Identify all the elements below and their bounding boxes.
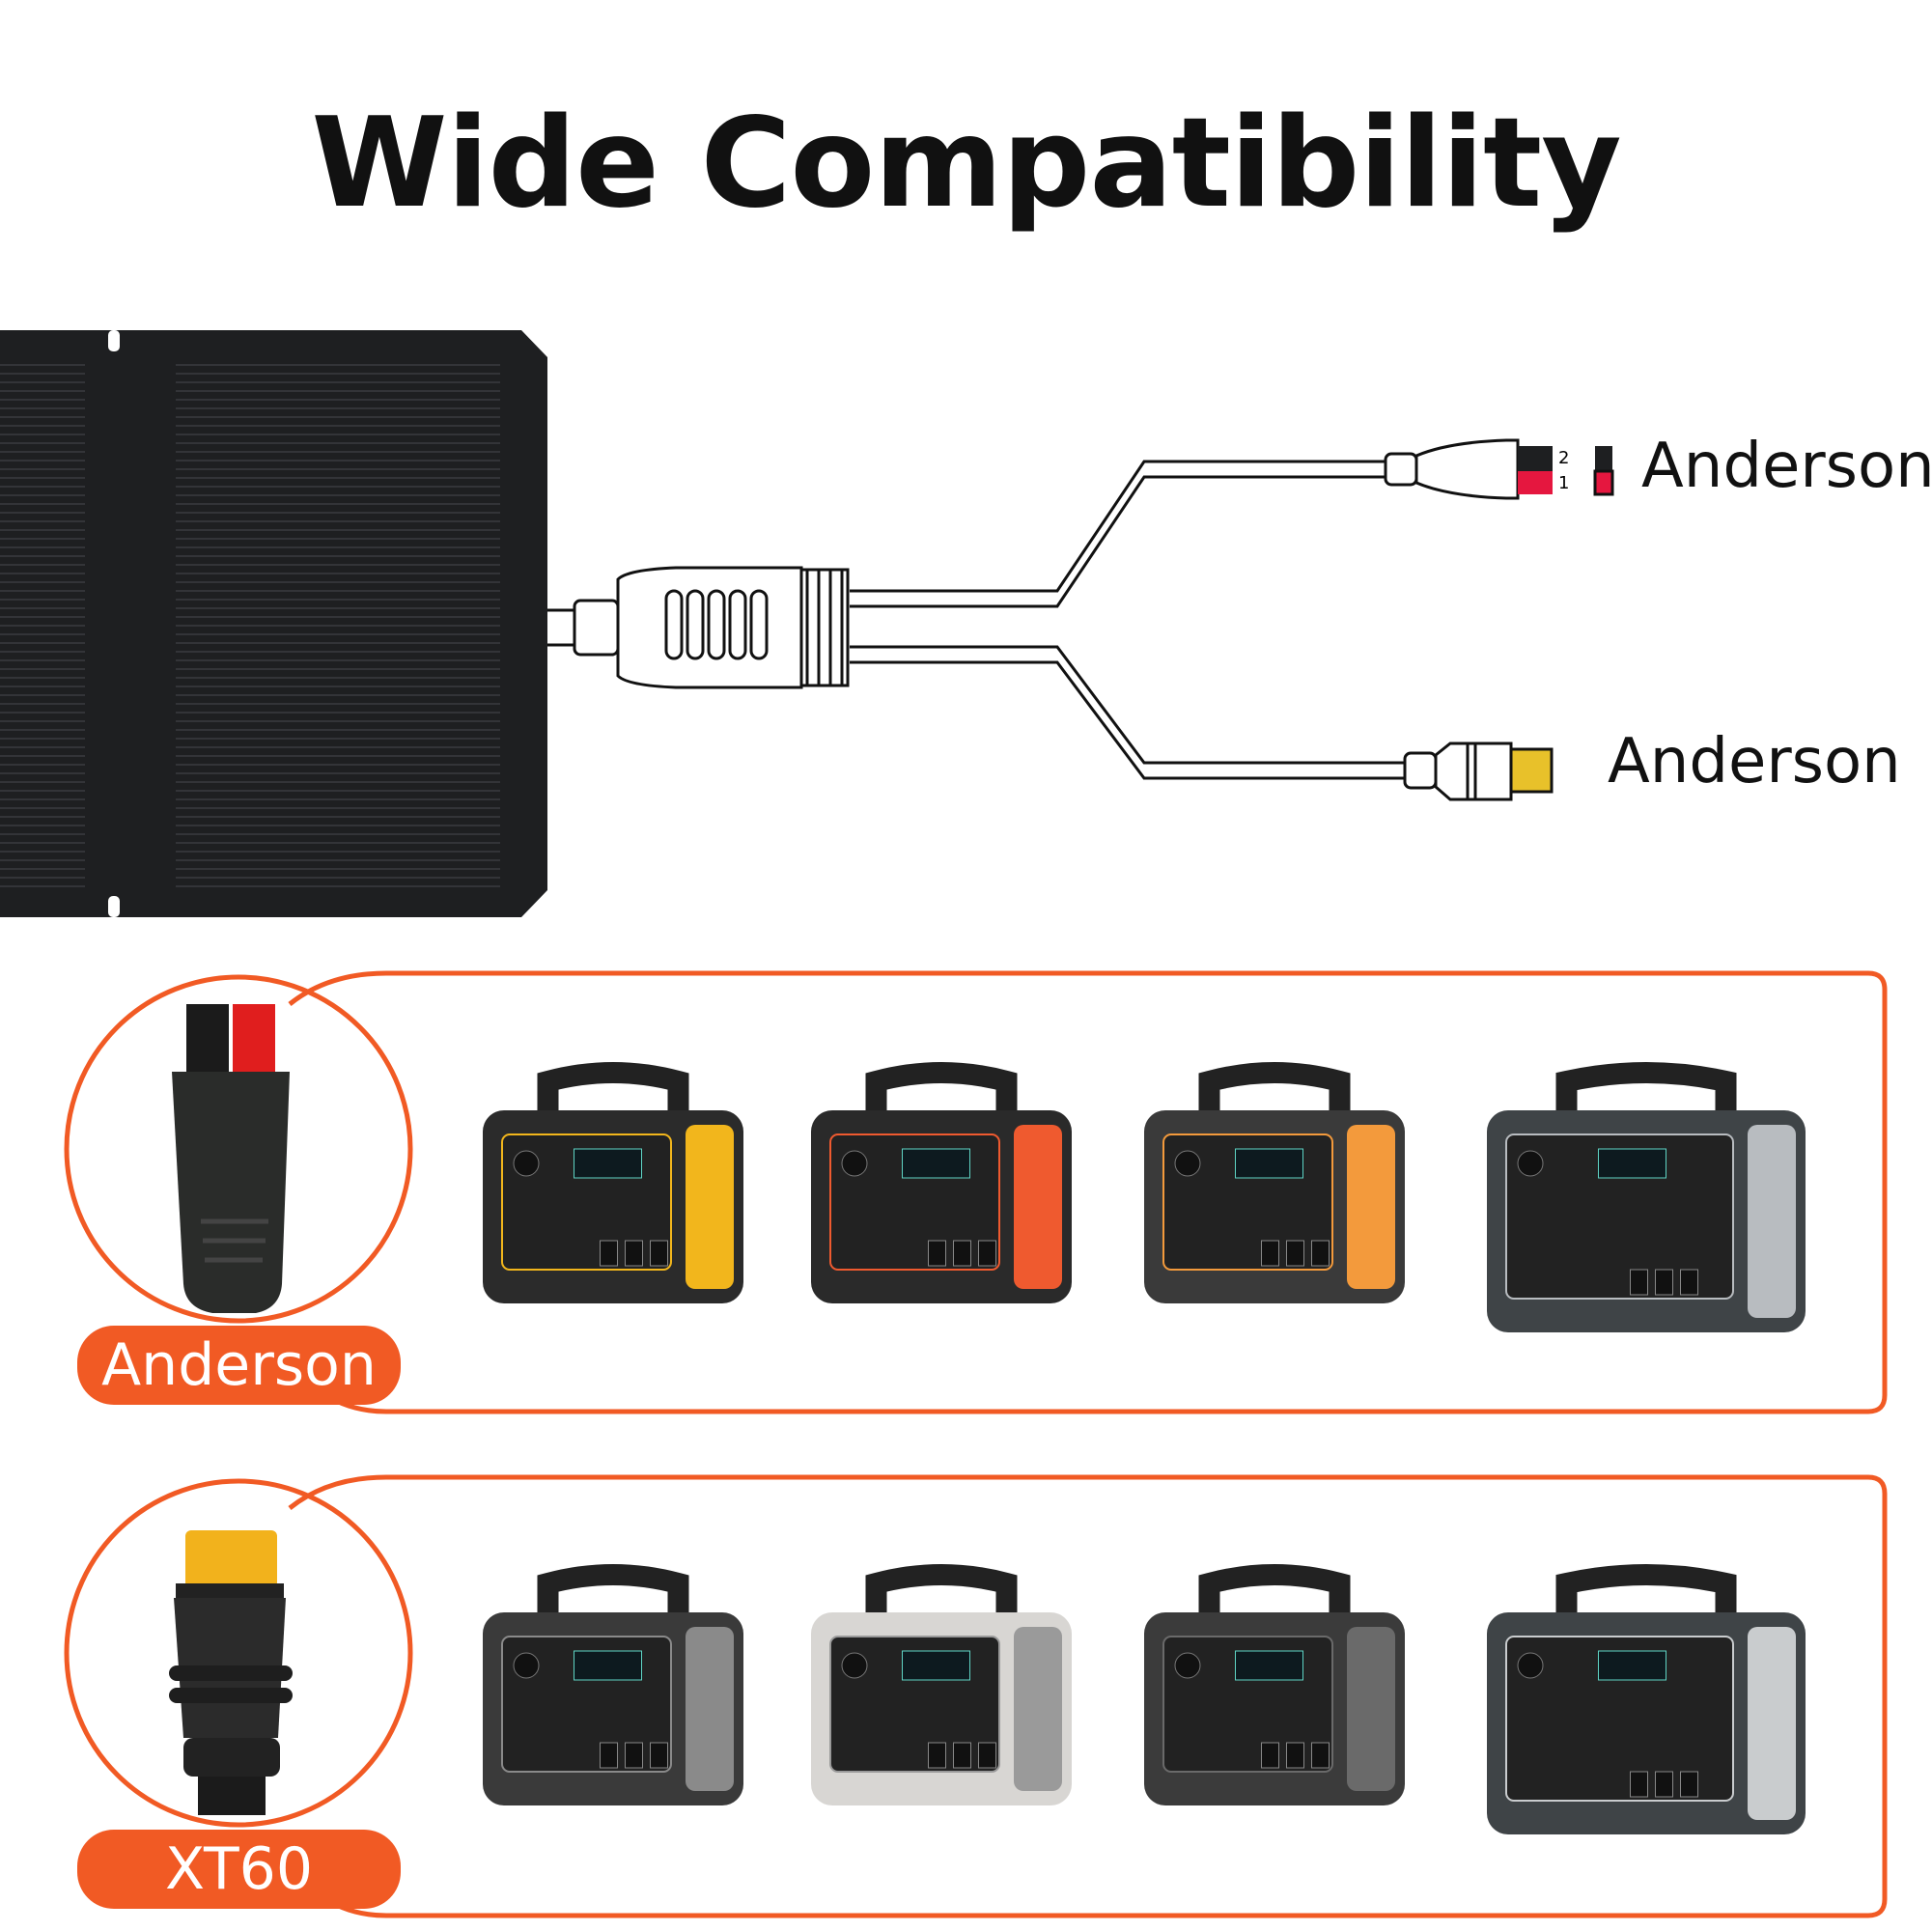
- power-station-image: [1144, 1564, 1405, 1805]
- anderson-plug-icon: [1518, 446, 1614, 496]
- power-station-image: [1487, 1564, 1806, 1834]
- solar-panel: [0, 330, 547, 917]
- anderson-badge: Anderson: [77, 1326, 401, 1405]
- power-station-image: [811, 1564, 1072, 1805]
- power-station-image: [483, 1062, 743, 1303]
- power-station-image: [811, 1062, 1072, 1303]
- anderson-connector-photo: [172, 1004, 290, 1313]
- pin-2-label: 2: [1558, 448, 1570, 468]
- pin-1-label: 1: [1558, 473, 1570, 493]
- xt60-plug-icon: [1509, 747, 1554, 794]
- section-frames: [64, 970, 1888, 1918]
- xt60-connector-photo: [169, 1530, 293, 1815]
- top-connector-label: Anderson: [1641, 431, 1932, 502]
- bottom-connector-label: Anderson: [1608, 726, 1901, 798]
- power-station-image: [1144, 1062, 1405, 1303]
- power-station-image: [1487, 1062, 1806, 1332]
- y-cable: [547, 438, 1520, 801]
- pin-labels: 2 1: [1558, 446, 1569, 496]
- xt60-badge: XT60: [77, 1830, 401, 1909]
- power-station-image: [483, 1564, 743, 1805]
- page-title: Wide Compatibility: [311, 92, 1621, 236]
